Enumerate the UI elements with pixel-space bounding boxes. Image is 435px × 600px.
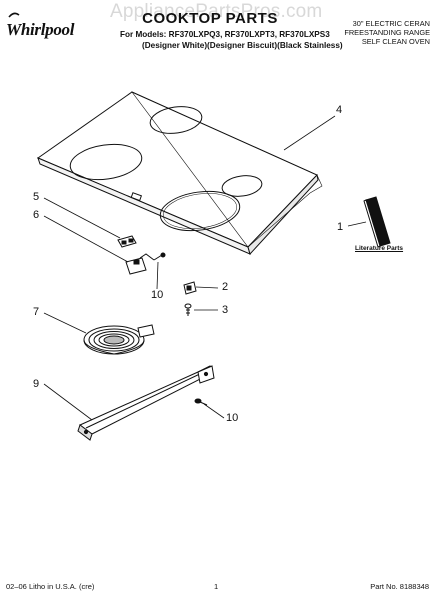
page-title: COOKTOP PARTS <box>142 10 278 27</box>
callout-number: 10 <box>151 289 164 301</box>
mounting-screw <box>184 303 192 316</box>
burner-outline <box>69 143 143 181</box>
footer-litho: 02–06 Litho in U.S.A. (cre) <box>6 582 95 591</box>
callout-number: 1 <box>337 221 344 233</box>
callout-number: 5 <box>33 191 40 203</box>
bracket-screw <box>194 398 208 406</box>
brand-logo: Whirlpool <box>6 20 75 39</box>
model-variants: (Designer White)(Designer Biscuit)(Black… <box>142 41 343 50</box>
callout-number: 3 <box>222 304 229 316</box>
range-description: 30" ELECTRIC CERAN FREESTANDING RANGE SE… <box>320 19 430 47</box>
callout-number: 6 <box>33 209 40 221</box>
callout-number: 2 <box>222 281 229 293</box>
range-line: SELF CLEAN OVEN <box>361 37 430 47</box>
terminal-block <box>125 253 155 275</box>
page-number: 1 <box>214 582 219 591</box>
range-line: 30" ELECTRIC CERAN <box>352 19 430 28</box>
burner-outline <box>159 190 241 232</box>
whirlpool-swirl-icon <box>8 12 20 18</box>
model-list: For Models: RF370LXPQ3, RF370LXPT3, RF37… <box>120 30 330 39</box>
range-line: FREESTANDING RANGE <box>344 28 430 38</box>
callout-number: 4 <box>336 104 343 116</box>
part-number: Part No. 8188348 <box>370 582 429 591</box>
retaining-clip <box>183 281 197 295</box>
clip-bracket <box>117 235 137 248</box>
burner-outline <box>149 106 203 134</box>
literature-booklet <box>363 196 391 248</box>
callout-number: 7 <box>33 306 40 318</box>
screw <box>153 252 166 261</box>
literature-parts-label: Literature Parts <box>355 245 404 252</box>
callout-number: 10 <box>226 412 239 424</box>
burner-outline <box>221 175 263 197</box>
cooktop-glass <box>36 91 323 255</box>
support-bracket <box>77 365 215 441</box>
radiant-element <box>83 324 155 355</box>
watermark: AppliancePartsPros.com <box>110 1 323 22</box>
leader-lines <box>43 115 367 421</box>
callout-number: 9 <box>33 378 40 390</box>
